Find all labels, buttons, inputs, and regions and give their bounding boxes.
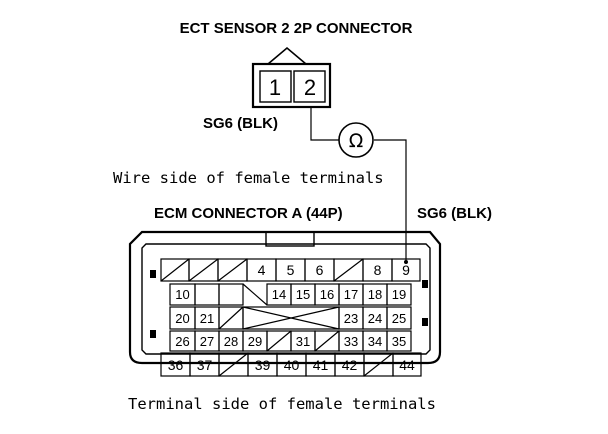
ecm-cavity-empty [194, 283, 220, 306]
ecm-terminal-label: 20 [175, 311, 189, 326]
ecm-connector-inner-frame [141, 243, 431, 355]
ecm-terminal-label: 41 [313, 357, 329, 373]
ecm-terminal-label: 5 [287, 262, 295, 278]
sensor-connector: 1 2 [251, 46, 332, 109]
ecm-connector-tab [265, 231, 315, 247]
lock-mark-right-bottom [422, 318, 428, 326]
ecm-terminal-label: 42 [342, 357, 358, 373]
sensor-pin-1-label: 1 [269, 75, 281, 100]
sensor-terminal-1 [259, 70, 292, 103]
probe-wire-ecm [374, 139, 407, 262]
ecm-terminal-label: 10 [175, 287, 189, 302]
ecm-terminal-44 [392, 352, 422, 377]
ecm-terminal-19 [386, 283, 412, 306]
ecm-connector [128, 230, 442, 365]
sensor-pin-2-label: 2 [304, 75, 316, 100]
ecm-terminal-label: 27 [200, 334, 214, 349]
ecm-terminal-label: 18 [368, 287, 382, 302]
ecm-terminal-25 [386, 306, 412, 330]
ecm-terminal-label: 19 [392, 287, 406, 302]
ecm-cavity-unused-slash [217, 258, 248, 282]
probe-tip-terminal-9 [404, 260, 408, 264]
ecm-cavity-unused-slash [218, 306, 244, 330]
ecm-terminal-label: 33 [344, 334, 358, 349]
ecm-cavity-unused-slash [363, 352, 394, 377]
ohm-symbol: Ω [349, 130, 364, 152]
ecm-terminal-label: 4 [258, 262, 266, 278]
ecm-cavity-empty [218, 283, 244, 306]
ecm-terminal-label: 25 [392, 311, 406, 326]
ohmmeter-icon [338, 122, 374, 158]
sensor-terminal-2 [293, 70, 326, 103]
ecm-cavity-unused-slash [160, 258, 190, 282]
ecm-terminal-label: 6 [316, 262, 324, 278]
ecm-terminal-label: 15 [296, 287, 310, 302]
ecm-cavity-unused-slash [314, 330, 340, 352]
lock-mark-left-bottom [150, 330, 156, 338]
ecm-terminal-label: 31 [296, 334, 310, 349]
ecm-cavity-unused-slash [218, 352, 249, 377]
ecm-terminal-label: 17 [344, 287, 358, 302]
sensor-connector-title: ECT SENSOR 2 2P CONNECTOR [180, 20, 413, 37]
probe-wires: Ω [310, 106, 407, 262]
sensor-connector-latch [267, 46, 307, 65]
ecm-cavity-unused-slash [188, 258, 219, 282]
ecm-terminal-label: 36 [168, 357, 184, 373]
probe-wire-sensor [310, 106, 339, 141]
ecm-terminal-label: 16 [320, 287, 334, 302]
ecm-terminal-label: 35 [392, 334, 406, 349]
ecm-terminal-label: 40 [284, 357, 300, 373]
lock-mark-left-top [150, 270, 156, 278]
ecm-terminal-grid: 4 5 6 8 9 10 14 15 16 17 18 19 20 21 [160, 258, 422, 377]
ecm-terminal-label: 9 [402, 262, 410, 278]
ecm-terminal-label: 37 [197, 357, 213, 373]
ecm-terminal-label: 26 [175, 334, 189, 349]
wire-side-caption: Wire side of female terminals [113, 169, 384, 187]
ecm-terminal-label: 23 [344, 311, 358, 326]
ecm-terminal-label: 14 [272, 287, 286, 302]
ecm-terminal-9 [391, 258, 421, 282]
ecm-terminal-35 [386, 330, 412, 352]
sensor-connector-housing [251, 62, 332, 109]
ecm-cavity-unused-slash [266, 330, 292, 352]
ecm-cavity-unused-slash [242, 283, 268, 306]
ecm-connector-outer-housing [128, 230, 442, 365]
ecm-terminal-label: 21 [200, 311, 214, 326]
ecm-blocked-cross [242, 306, 340, 330]
lock-mark-right-top [422, 280, 428, 288]
ecm-connector-title: ECM CONNECTOR A (44P) [154, 205, 343, 222]
terminal-side-caption: Terminal side of female terminals [128, 395, 436, 413]
ecm-wire-label: SG6 (BLK) [417, 205, 492, 222]
ecm-terminal-label: 28 [224, 334, 238, 349]
sensor-wire-label: SG6 (BLK) [203, 115, 278, 132]
ecm-terminal-label: 39 [255, 357, 271, 373]
ecm-terminal-label: 8 [374, 262, 382, 278]
ecm-cavity-unused-slash [333, 258, 364, 282]
ecm-terminal-label: 24 [368, 311, 382, 326]
ecm-terminal-label: 29 [248, 334, 262, 349]
ecm-terminal-label: 44 [399, 357, 415, 373]
ecm-terminal-label: 34 [368, 334, 382, 349]
